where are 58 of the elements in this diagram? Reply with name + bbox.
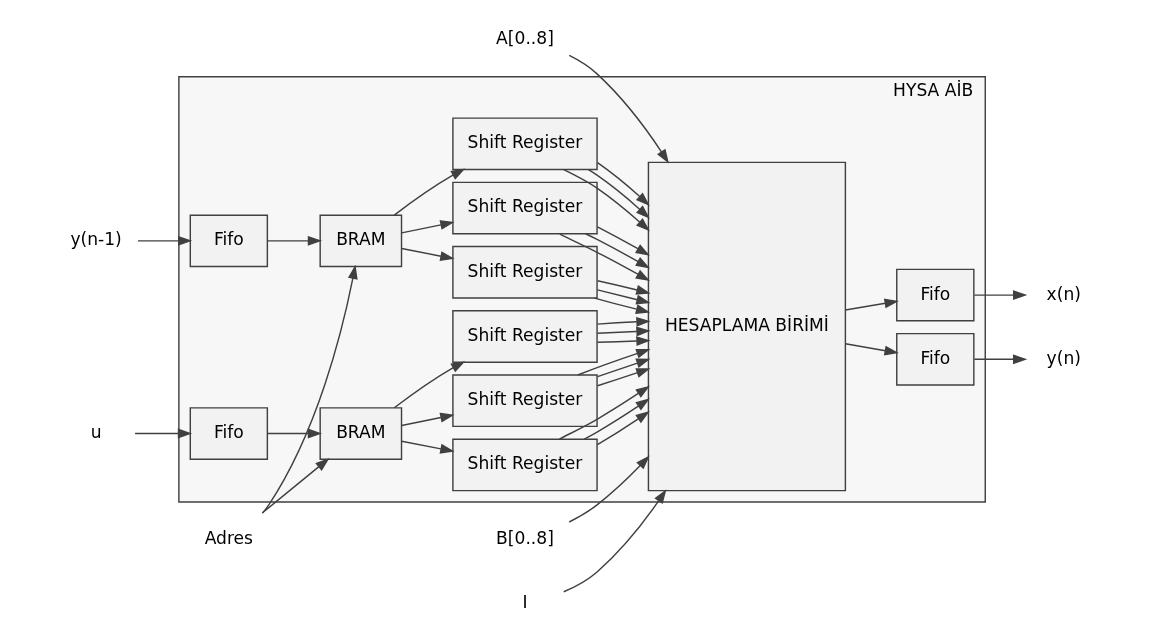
arrow (401, 220, 455, 234)
node-box: BRAM (319, 214, 403, 268)
node-text: A[0..8] (496, 28, 554, 49)
arrow (558, 385, 650, 440)
arrow (401, 412, 455, 427)
arrow (587, 169, 650, 219)
node-box: Shift Register (452, 374, 598, 428)
arrow (266, 235, 323, 246)
arrow (973, 290, 1028, 301)
node-box: Fifo (189, 407, 269, 460)
arrow (596, 289, 651, 305)
node-box: Fifo (189, 214, 269, 268)
node-text: I (522, 591, 528, 612)
arrow (568, 54, 669, 164)
arrow (266, 428, 323, 439)
node-text: y(n) (1046, 347, 1081, 368)
arrow (596, 411, 650, 446)
node-box: Shift Register (452, 438, 598, 492)
arrow (844, 342, 899, 356)
arrow (563, 489, 667, 593)
arrow (401, 440, 455, 454)
arrow (596, 358, 651, 378)
node-box: Fifo (896, 268, 975, 322)
node-text: x(n) (1046, 283, 1081, 304)
node-box: BRAM (319, 407, 403, 460)
arrow (568, 455, 650, 523)
arrow (596, 368, 651, 387)
arrow (261, 264, 358, 514)
node-box: HESAPLAMA BİRİMİ (647, 161, 847, 492)
arrow (596, 316, 651, 327)
arrow (134, 428, 193, 439)
arrow (596, 226, 650, 256)
arrow (393, 361, 466, 409)
node-box: Shift Register (452, 181, 598, 235)
arrow (596, 280, 651, 295)
arrow (261, 457, 330, 514)
arrow (583, 398, 650, 440)
arrow (393, 168, 466, 216)
node-text: u (90, 421, 102, 442)
arrow (596, 161, 650, 206)
arrow (596, 336, 651, 347)
node-box: Shift Register (452, 310, 598, 363)
node-text: y(n-1) (70, 229, 122, 250)
arrow (593, 297, 651, 314)
node-box: Fifo (896, 332, 975, 386)
arrow (577, 348, 651, 376)
arrow (596, 326, 651, 337)
arrow (559, 233, 651, 282)
arrow (563, 168, 650, 232)
arrow (584, 233, 651, 269)
node-box: Shift Register (452, 117, 598, 171)
node-text: B[0..8] (496, 527, 554, 548)
arrow (137, 235, 193, 246)
arrow (401, 247, 455, 261)
node-text: Adres (204, 527, 254, 548)
node-box: Shift Register (452, 245, 598, 299)
arrow (844, 298, 899, 311)
arrow (973, 354, 1028, 365)
